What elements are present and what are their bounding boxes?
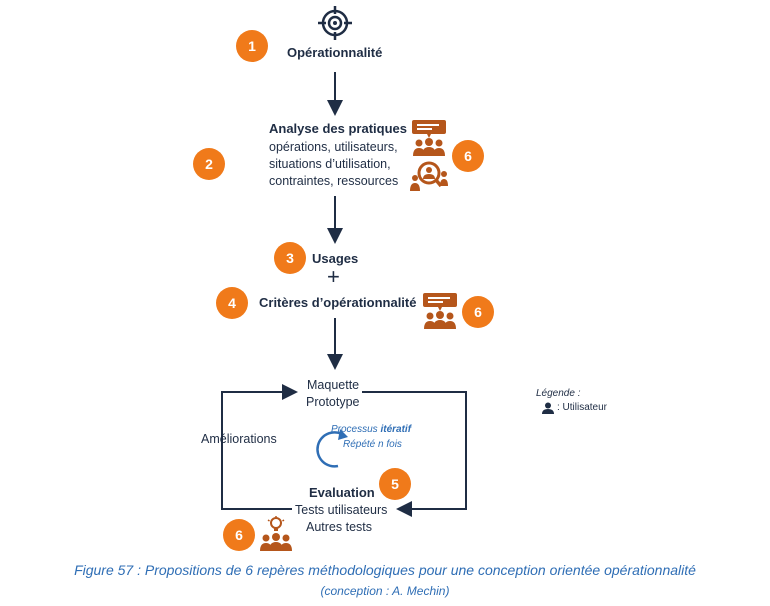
tests-utilisateurs-label: Tests utilisateurs <box>295 503 388 517</box>
evaluation-title: Evaluation <box>309 485 375 500</box>
search-group-icon <box>410 161 448 191</box>
lightbulb-group-icon <box>260 516 292 551</box>
figure-credit: (conception : A. Mechin) <box>320 584 450 598</box>
criteres-title: Critères d’opérationnalité <box>259 295 417 310</box>
criteres-6-badge: 6 <box>462 296 494 328</box>
ameliorations-label: Améliorations <box>201 432 277 446</box>
analyse-6-badge: 6 <box>452 140 484 172</box>
loop-right <box>362 391 467 517</box>
analyse-line-1: opérations, utilisateurs, <box>269 140 398 154</box>
step-1-badge: 1 <box>236 30 268 62</box>
legend-item: : Utilisateur <box>557 402 608 413</box>
usages-title: Usages <box>312 251 359 266</box>
analyse-line-2: situations d’utilisation, <box>269 157 391 171</box>
analyse-title: Analyse des pratiques <box>269 121 407 136</box>
prototype-label: Prototype <box>306 395 360 409</box>
analyse-line-3: contraintes, ressources <box>269 174 399 188</box>
figure-caption: Figure 57 : Propositions de 6 repères mé… <box>74 562 696 578</box>
step-4-badge: 4 <box>216 287 248 319</box>
step-3-badge: 3 <box>274 242 306 274</box>
maquette-label: Maquette <box>307 378 360 392</box>
step-2-badge: 2 <box>193 148 225 180</box>
chat-group-icon <box>423 293 457 329</box>
operationnalite-title: Opérationnalité <box>287 45 383 60</box>
user-icon <box>542 402 554 414</box>
autres-tests-label: Autres tests <box>306 520 372 534</box>
processus-prefix: Processus <box>331 424 381 435</box>
chat-group-icon <box>412 120 446 156</box>
plus-sign: + <box>327 264 340 289</box>
processus-label: Processus itératif <box>331 424 411 435</box>
legend-title: Légende : <box>536 388 581 399</box>
refresh-arrow-icon <box>316 431 346 468</box>
processus-emphasis: itératif <box>380 424 412 435</box>
repeat-label: Répété n fois <box>343 439 402 450</box>
loop-left <box>221 384 298 510</box>
step-5-badge: 5 <box>379 468 411 500</box>
target-icon <box>318 6 352 40</box>
bottom-6-badge: 6 <box>223 519 255 551</box>
